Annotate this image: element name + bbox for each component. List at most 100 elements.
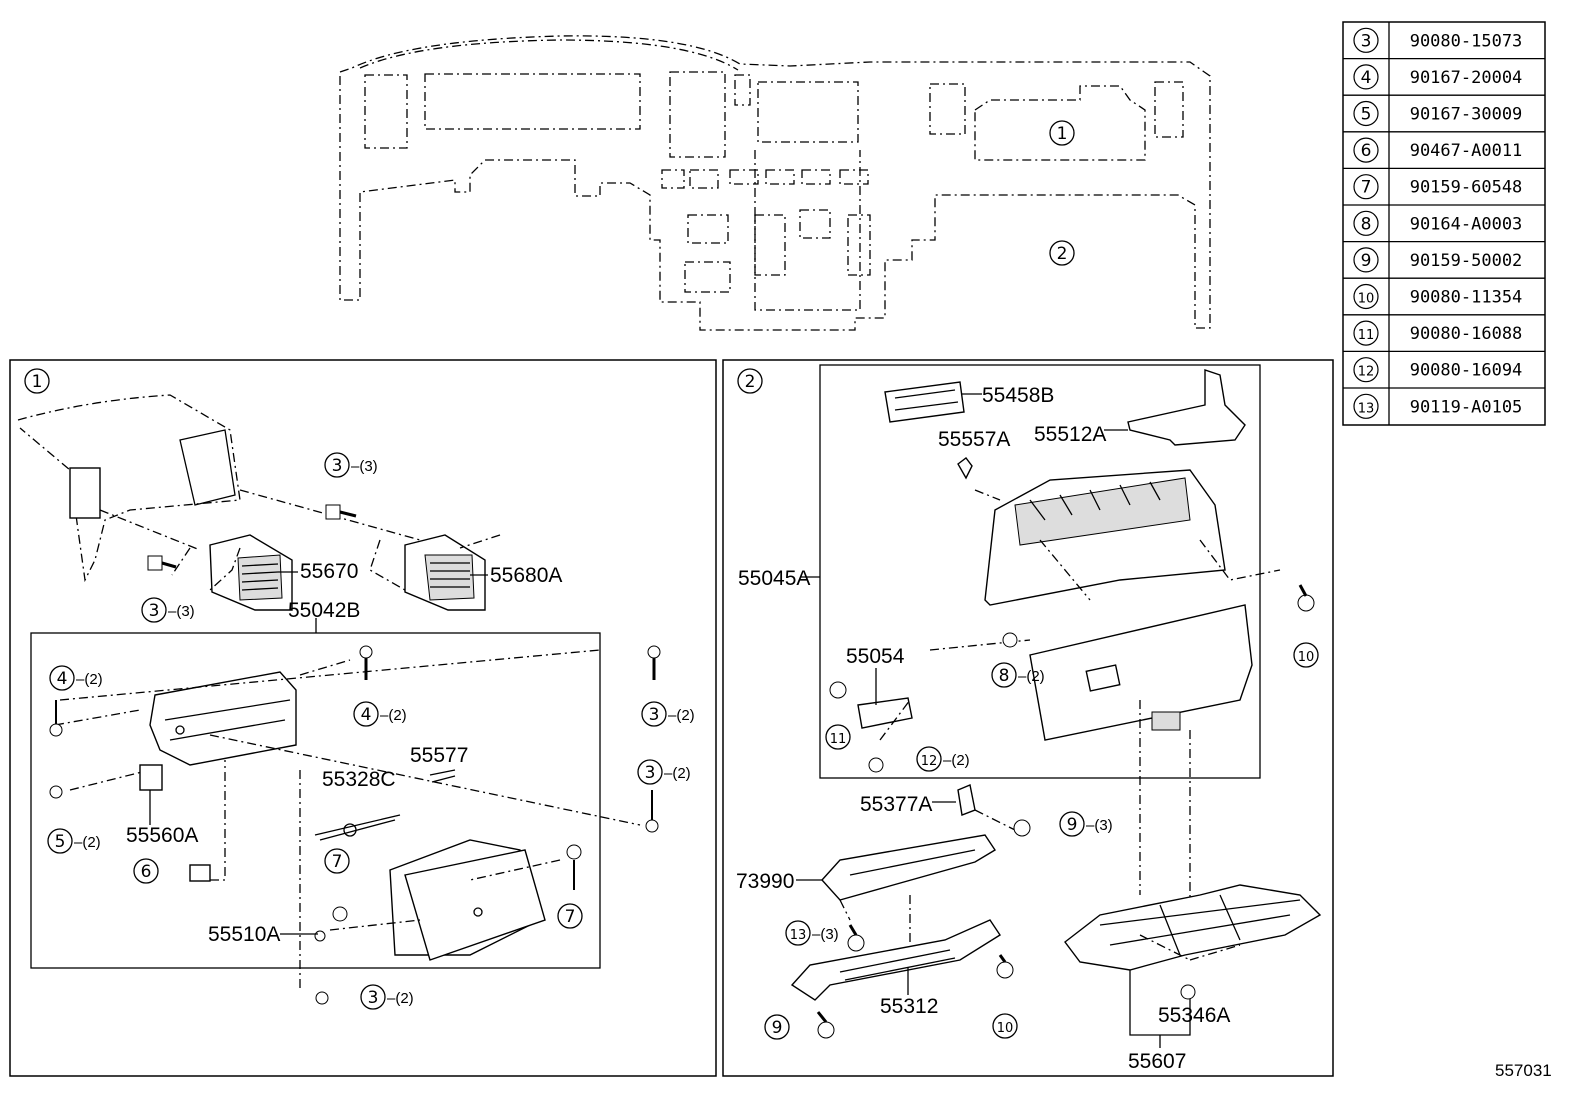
screw-icon [314,930,326,942]
callout-number: 3 [149,601,160,621]
part-55512A [1127,369,1246,446]
label-73990: 73990 [736,870,794,893]
callout-number: 9 [1067,815,1078,835]
callout-number: 12 [921,754,938,769]
callout-qty: –(2) [74,834,101,851]
label-55328C: 55328C [322,768,396,791]
callout-number: 4 [361,705,372,725]
diagram-id: 557031 [1495,1061,1552,1080]
callout: 3–(2) [360,984,414,1010]
table-ref: 10 [1358,292,1375,307]
ref-circle [1353,27,1379,53]
callout: 4 –(2) [49,665,103,691]
callout-number: 8 [999,666,1010,686]
overview-marker-1: 1 [1049,120,1075,146]
screw-icon [147,555,177,571]
callout: 3 –(3) [141,597,195,623]
label-55377A: 55377A [860,793,932,816]
callout-number: 10 [997,1021,1014,1036]
parts-table-row: 10 90080-11354 [1343,277,1545,310]
table-part-number: 90167-30009 [1410,105,1523,125]
callout: 6 [133,858,159,884]
screw-icon [49,785,63,799]
callout: 10 [992,1013,1018,1039]
callout: 12 –(2) [916,746,970,772]
callout-qty: –(2) [668,707,695,724]
ref-circle [1353,283,1379,310]
dashboard-overview [339,35,1211,331]
screw-icon [332,906,348,922]
callout: 11 [825,724,851,750]
glove-door [1029,604,1253,741]
svg-text:1: 1 [32,372,43,392]
ref-circle [1353,174,1379,200]
table-ref: 8 [1361,214,1372,234]
label-55680A: 55680A [490,564,562,587]
callout-qty: –(3) [1086,817,1113,834]
callout: 4–(2) [353,701,407,727]
label-55607: 55607 [1128,1050,1186,1073]
table-part-number: 90164-A0003 [1410,214,1523,234]
ref-circle [1353,210,1379,236]
svg-text:2: 2 [745,372,756,392]
callout-number: 5 [55,832,66,852]
part-55607 [1064,884,1322,971]
ref-circle [1353,320,1379,346]
table-part-number: 90080-16088 [1410,324,1523,344]
callout-qty: –(3) [812,926,839,943]
callout-number: 3 [649,705,660,725]
parts-table-row: 7 90159-60548 [1343,167,1545,200]
callout-qty: –(2) [943,752,970,769]
callout-number: 3 [368,988,379,1008]
label-55054: 55054 [846,645,905,668]
part-55054 [857,697,913,729]
vent-55680A [404,534,486,611]
callout: 8 –(2) [991,662,1045,688]
screw-icon [647,645,661,680]
table-ref: 13 [1358,401,1375,416]
callout-qty: –(2) [1018,668,1045,685]
label-55346A: 55346A [1158,1004,1230,1027]
table-part-number: 90167-20004 [1410,68,1523,88]
callout: 9 [764,1014,790,1040]
table-part-number: 90080-15073 [1410,31,1523,51]
label-55458B: 55458B [982,384,1054,407]
screw-icon [645,790,659,833]
callout-number: 7 [565,907,576,927]
parts-table-row: 8 90164-A0003 [1343,204,1545,236]
label-55557A: 55557A [938,428,1010,451]
table-part-number: 90080-11354 [1410,288,1523,308]
part-55312 [790,919,1001,1001]
table-ref: 7 [1361,178,1372,198]
vent-55670 [209,534,293,611]
callout-qty: –(2) [76,671,103,688]
ref-circle [1353,357,1379,383]
callout: 5 –(2) [47,828,101,854]
screw-icon [829,681,847,699]
screw-icon [1180,984,1196,1000]
screw-icon [868,757,884,773]
callout: 7 [557,903,583,929]
callout: 7 [324,848,350,874]
callout: 10 [1293,642,1319,668]
panel-2: 2 [722,359,1334,1077]
screw-icon [359,645,373,680]
ref-circle [1353,100,1379,127]
table-part-number: 90467-A0011 [1410,141,1523,161]
callout-qty: –(3) [168,603,195,620]
table-part-number: 90159-60548 [1410,178,1523,198]
panel-1: 1 [9,359,717,1077]
callout-number: 4 [57,669,68,689]
part-55458B [884,381,965,423]
callout-number: 10 [1298,650,1315,665]
part-73990 [821,834,996,901]
callout-number: 3 [332,456,343,476]
screw-icon [847,924,865,952]
ref-circle [1353,393,1379,419]
